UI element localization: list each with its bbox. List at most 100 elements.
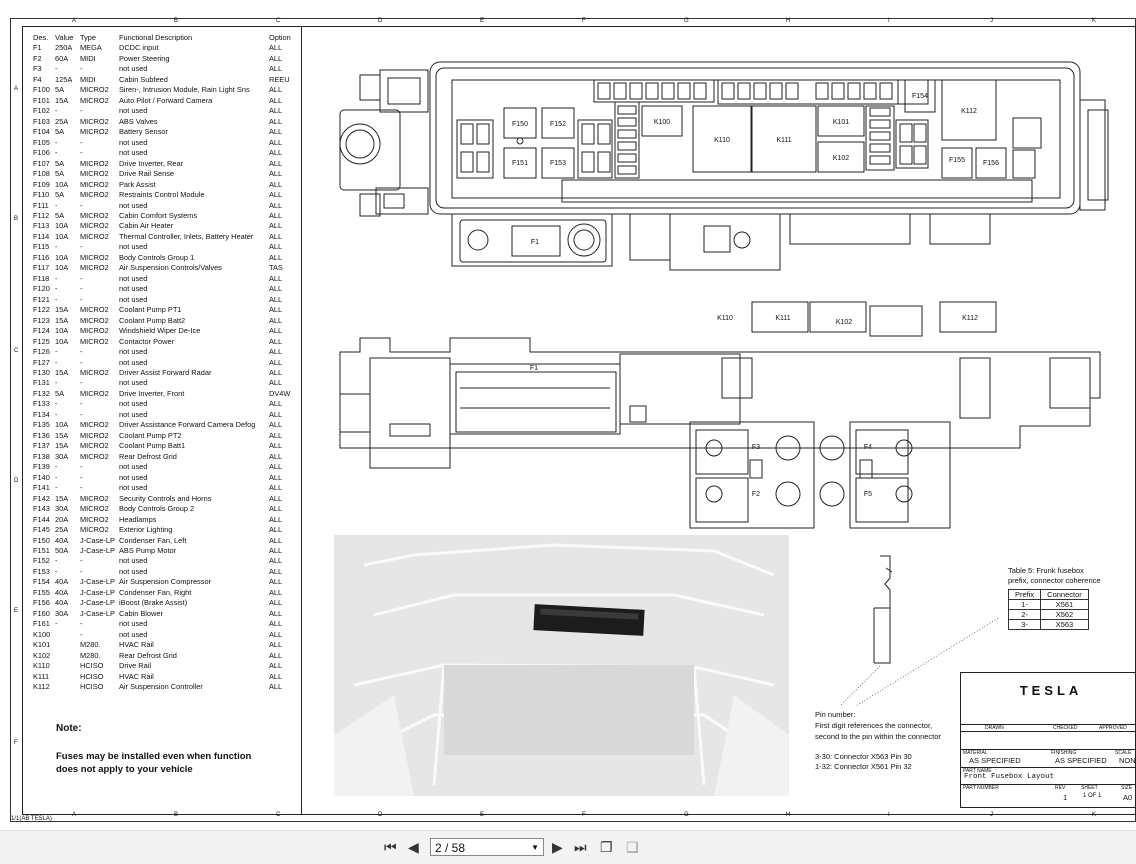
fuse-des: K112 (33, 682, 50, 692)
fuse-type: - (80, 137, 83, 147)
fuse-option: ALL (269, 577, 283, 587)
fuse-description: Coolant Pump PT1 (119, 305, 182, 315)
first-page-button[interactable]: ⏮ (384, 839, 397, 855)
fuse-description: not used (119, 242, 148, 252)
fuse-value: 125A (55, 74, 73, 84)
fuse-description: Siren-, Intrusion Module, Rain Light Sns (119, 85, 250, 95)
fuse-value: 15A (55, 493, 69, 503)
fuse-type: - (80, 566, 83, 576)
grid-column-letter: K (1092, 18, 1097, 24)
fuse-value: 15A (55, 430, 69, 440)
fit-page-button[interactable]: ❐ (600, 839, 613, 855)
next-page-button[interactable]: ▶ (552, 839, 563, 855)
fuse-description: Cabin Air Heater (119, 221, 174, 231)
fuse-description: not used (119, 399, 148, 409)
fuse-option: ALL (269, 127, 283, 137)
grid-row-letter: D (14, 478, 19, 484)
fuse-des: F101 (33, 95, 50, 105)
fuse-value: 5A (55, 85, 65, 95)
fuse-description: Body Controls Group 2 (119, 504, 195, 514)
fuse-type: - (80, 483, 83, 493)
fuse-value: 10A (55, 252, 69, 262)
fuse-option: ALL (269, 106, 283, 116)
fuse-type: - (80, 148, 83, 158)
side-label-f5: F5 (864, 491, 872, 498)
top-label-k112: K112 (961, 108, 977, 115)
last-page-button[interactable]: ⏭ (574, 839, 587, 855)
grid-row-letter: B (14, 216, 19, 222)
fuse-type: J-Case-LP (80, 598, 115, 608)
fuse-des: F161 (33, 619, 50, 629)
fuse-value: 15A (55, 441, 69, 451)
fusebox-side-view: K110 K111 K102 K112 F1 F3 F2 F4 F5 (339, 301, 1101, 529)
fuse-description: Drive Inverter, Rear (119, 158, 184, 168)
fuse-des: F132 (33, 388, 50, 398)
fuse-value: - (55, 273, 58, 283)
previous-page-button[interactable]: ◀ (408, 839, 419, 855)
two-page-view-button[interactable]: ❑ (626, 839, 639, 855)
fuse-type: - (80, 294, 83, 304)
pin-info-example1: 3-30: Connector X563 Pin 30 (815, 752, 912, 761)
fuse-option: ALL (269, 116, 283, 126)
grid-column-letter: G (684, 812, 689, 818)
fuse-type: MICRO2 (80, 221, 109, 231)
fuse-des: F133 (33, 399, 50, 409)
fuse-type: MICRO2 (80, 441, 109, 451)
fuse-des: K101 (33, 640, 51, 650)
top-label-k100: K100 (654, 119, 670, 126)
fuse-type: HCISO (80, 671, 104, 681)
fuse-des: F151 (33, 545, 50, 555)
fuse-description: Battery Sensor (119, 127, 168, 137)
fuse-type: MICRO2 (80, 169, 109, 179)
fuse-type: MICRO2 (80, 116, 109, 126)
fuse-type: J-Case-LP (80, 577, 115, 587)
grid-row-letter: E (14, 608, 19, 614)
fuse-option: ALL (269, 525, 283, 535)
fuse-type: MICRO2 (80, 388, 109, 398)
fuse-type: - (80, 284, 83, 294)
fuse-type: HCISO (80, 682, 104, 692)
fuse-type: - (80, 629, 83, 639)
fuse-value (55, 630, 80, 640)
fuse-value: - (55, 347, 58, 357)
fuse-type: MICRO2 (80, 179, 109, 189)
tb-checked-label: CHECKED (1053, 725, 1078, 731)
fuse-table: Des. Value Type Functional Description O… (33, 33, 297, 693)
fuse-value: 15A (55, 305, 69, 315)
connector-pin-sketch (839, 555, 999, 707)
note-line-2: does not apply to your vehicle (56, 764, 193, 775)
fuse-value: - (55, 409, 58, 419)
fuse-des: F114 (33, 231, 50, 241)
fuse-type: - (80, 462, 83, 472)
header-description: Functional Description (119, 33, 193, 42)
page-selector[interactable]: 2 / 58 ▼ (430, 838, 544, 856)
fuse-des: F113 (33, 221, 50, 231)
fuse-option: ALL (269, 608, 283, 618)
fuse-des: F160 (33, 608, 50, 618)
fuse-option: ALL (269, 169, 283, 179)
fuse-option: ALL (269, 305, 283, 315)
grid-column-letter: A (72, 812, 77, 818)
fuse-description: HVAC Rail (119, 671, 154, 681)
note-title: Note: (56, 723, 82, 734)
fuse-option: ALL (269, 357, 283, 367)
fuse-description: Driver Assist Forward Radar (119, 368, 212, 377)
fuse-value (55, 661, 80, 671)
fuse-value: 5A (55, 127, 65, 137)
fuse-option: ALL (269, 409, 283, 419)
fuse-description: not used (119, 483, 148, 493)
fuse-option: ALL (269, 85, 283, 95)
fuse-des: K110 (33, 661, 50, 671)
grid-column-letter: J (990, 812, 993, 818)
fuse-value: 30A (55, 608, 69, 618)
tb-approved-label: APPROVED (1099, 725, 1127, 731)
grid-row-letter: A (14, 86, 19, 92)
